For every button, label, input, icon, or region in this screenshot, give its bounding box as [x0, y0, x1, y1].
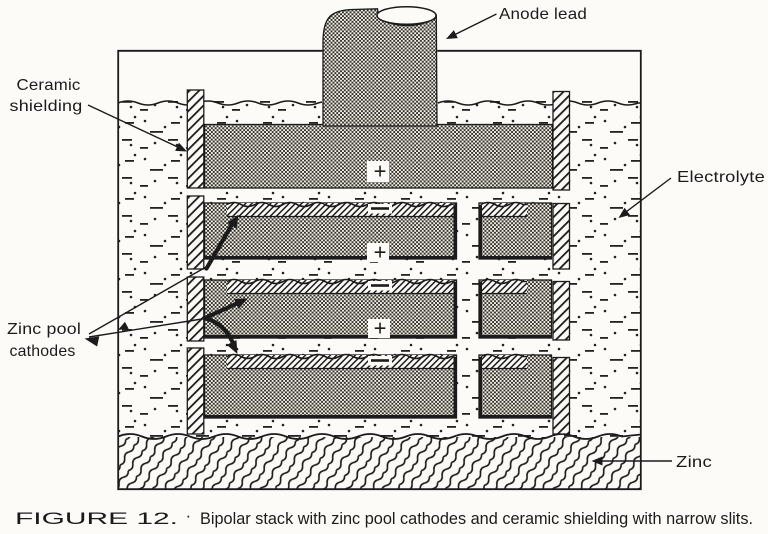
ceramic-bar-left-4 [186, 347, 205, 435]
ceramic-bar-left-1 [186, 89, 205, 189]
zinc-pool-cathodes-leaders [84, 214, 248, 354]
arrowhead [233, 298, 248, 309]
bipolar-electrode-1: + [203, 201, 553, 265]
electrolyte-surface-left [117, 100, 323, 106]
ceramic-shielding-right [552, 90, 571, 435]
zinc-pool-cathodes-label-line2: cathodes [10, 343, 76, 360]
arrowhead [175, 142, 187, 152]
arrowhead [118, 321, 129, 330]
caption-text: Bipolar stack with zinc pool cathodes an… [200, 509, 753, 528]
ceramic-bar-left-2 [186, 195, 205, 270]
ceramic-shielding-label-line1: Ceramic [17, 77, 81, 94]
bipolar-polarity-mark-1: + [374, 240, 387, 265]
figure-caption: FIGURE 12. · Bipolar stack with zinc poo… [15, 506, 753, 528]
zinc-pool-layer-2 [227, 280, 456, 293]
arrowhead [618, 207, 630, 218]
cathode-polarity-mark [371, 207, 389, 210]
zinc-layer [117, 433, 642, 489]
arrowhead [227, 214, 239, 229]
bipolar-electrode-2: + [203, 278, 553, 341]
cell-tank-outline [117, 49, 642, 491]
bipolar-polarity-mark-2: + [374, 316, 387, 341]
zinc-pool-layer-3 [227, 355, 456, 368]
arrowhead [226, 339, 238, 354]
zinc-pool-layer-1 [227, 203, 456, 216]
anode-lead-label: Anode lead [499, 6, 587, 23]
ceramic-bar-right-2 [552, 202, 571, 270]
ceramic-bar-left-3 [186, 276, 205, 342]
caption-figure-number: FIGURE 12. [15, 509, 178, 528]
ceramic-bar-right-4 [552, 356, 571, 435]
ceramic-shielding-label-line2: shielding [10, 98, 83, 115]
electrolyte-arrow [618, 177, 672, 218]
cathode-polarity-mark [371, 284, 389, 287]
anode-polarity-mark: + [374, 159, 387, 184]
anode-lead-opening [376, 5, 437, 26]
arrowhead [591, 456, 603, 466]
cathode-polarity-mark [371, 359, 389, 362]
ceramic-bar-right-3 [552, 280, 571, 341]
bipolar-electrode-3 [203, 353, 553, 419]
arrowhead [446, 30, 458, 39]
anode-lead-column [322, 8, 438, 127]
ceramic-shielding-left [186, 89, 205, 435]
electrolyte-surface-right [437, 100, 641, 106]
electrolyte-label: Electrolyte [677, 169, 765, 186]
ceramic-bar-right-1 [552, 90, 571, 191]
arrowhead [84, 336, 100, 347]
zinc-pool-cathodes-label-line1: Zinc pool [7, 321, 81, 338]
zinc-label: Zinc [676, 454, 712, 471]
annotations [84, 13, 672, 466]
ceramic-shielding-arrow [87, 104, 187, 152]
caption-separator: · [186, 506, 192, 525]
zinc-surface-line [117, 433, 642, 440]
anode-lead-arrow [446, 13, 497, 39]
zinc-pool-arrow-1 [204, 218, 237, 271]
zinc-arrow [591, 456, 672, 466]
